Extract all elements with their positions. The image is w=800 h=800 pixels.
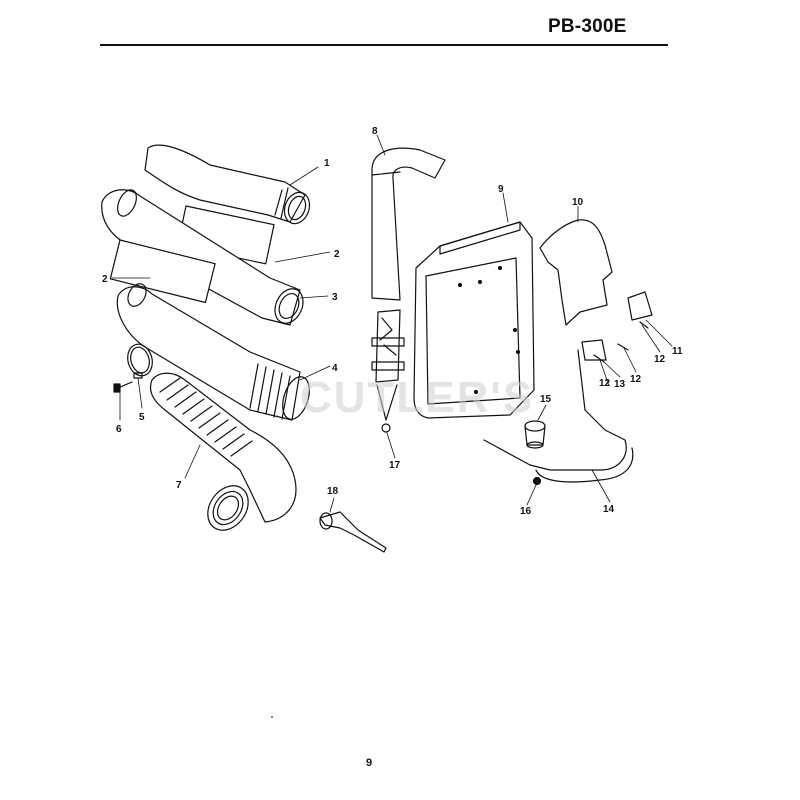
flex-hose-elbow <box>149 372 297 531</box>
callout-13: 13 <box>614 379 626 390</box>
callout-6: 6 <box>116 424 122 435</box>
decal-strip-lower <box>109 239 216 304</box>
clamp-screw <box>113 381 133 393</box>
callout-18: 18 <box>327 486 339 497</box>
pipe-middle <box>101 189 304 326</box>
bolt-b <box>617 343 629 351</box>
spark-plug-wrench <box>319 511 387 553</box>
rubber-cushion <box>524 420 546 449</box>
callout-1: 1 <box>324 158 330 169</box>
stray-mark <box>271 716 273 718</box>
callout-10: 10 <box>572 197 584 208</box>
callout-11: 11 <box>672 346 683 357</box>
bolt-a <box>639 321 649 329</box>
callout-3: 3 <box>332 292 338 303</box>
callout-8: 8 <box>372 126 378 137</box>
callout-2-lower: 2 <box>102 274 108 285</box>
callout-16: 16 <box>520 506 532 517</box>
pipe-corrugated <box>116 283 310 421</box>
bracket-upper <box>627 291 653 321</box>
callout-12-left: 12 <box>599 378 611 389</box>
callout-2-upper: 2 <box>334 249 340 260</box>
bolt-c <box>593 354 605 363</box>
wire-frame <box>539 219 613 326</box>
page-number: 9 <box>366 757 373 769</box>
callout-4: 4 <box>332 363 338 374</box>
callout-14: 14 <box>603 504 615 515</box>
back-pad <box>413 221 535 419</box>
shoulder-strap <box>371 147 446 433</box>
callout-5: 5 <box>139 412 145 423</box>
nut <box>532 476 542 486</box>
callout-15: 15 <box>540 394 552 405</box>
bracket-lower <box>581 339 607 361</box>
callout-9: 9 <box>498 184 504 195</box>
callout-12-right: 12 <box>654 354 666 365</box>
watermark: CUTLER'S <box>300 373 534 422</box>
callout-17: 17 <box>389 460 401 471</box>
callout-7: 7 <box>176 480 182 491</box>
pipe-upper-curved <box>144 144 311 225</box>
callout-12-middle: 12 <box>630 374 642 385</box>
model-title: PB-300E <box>548 16 627 37</box>
header-rule <box>100 44 668 46</box>
back-frame-tube <box>483 349 634 483</box>
